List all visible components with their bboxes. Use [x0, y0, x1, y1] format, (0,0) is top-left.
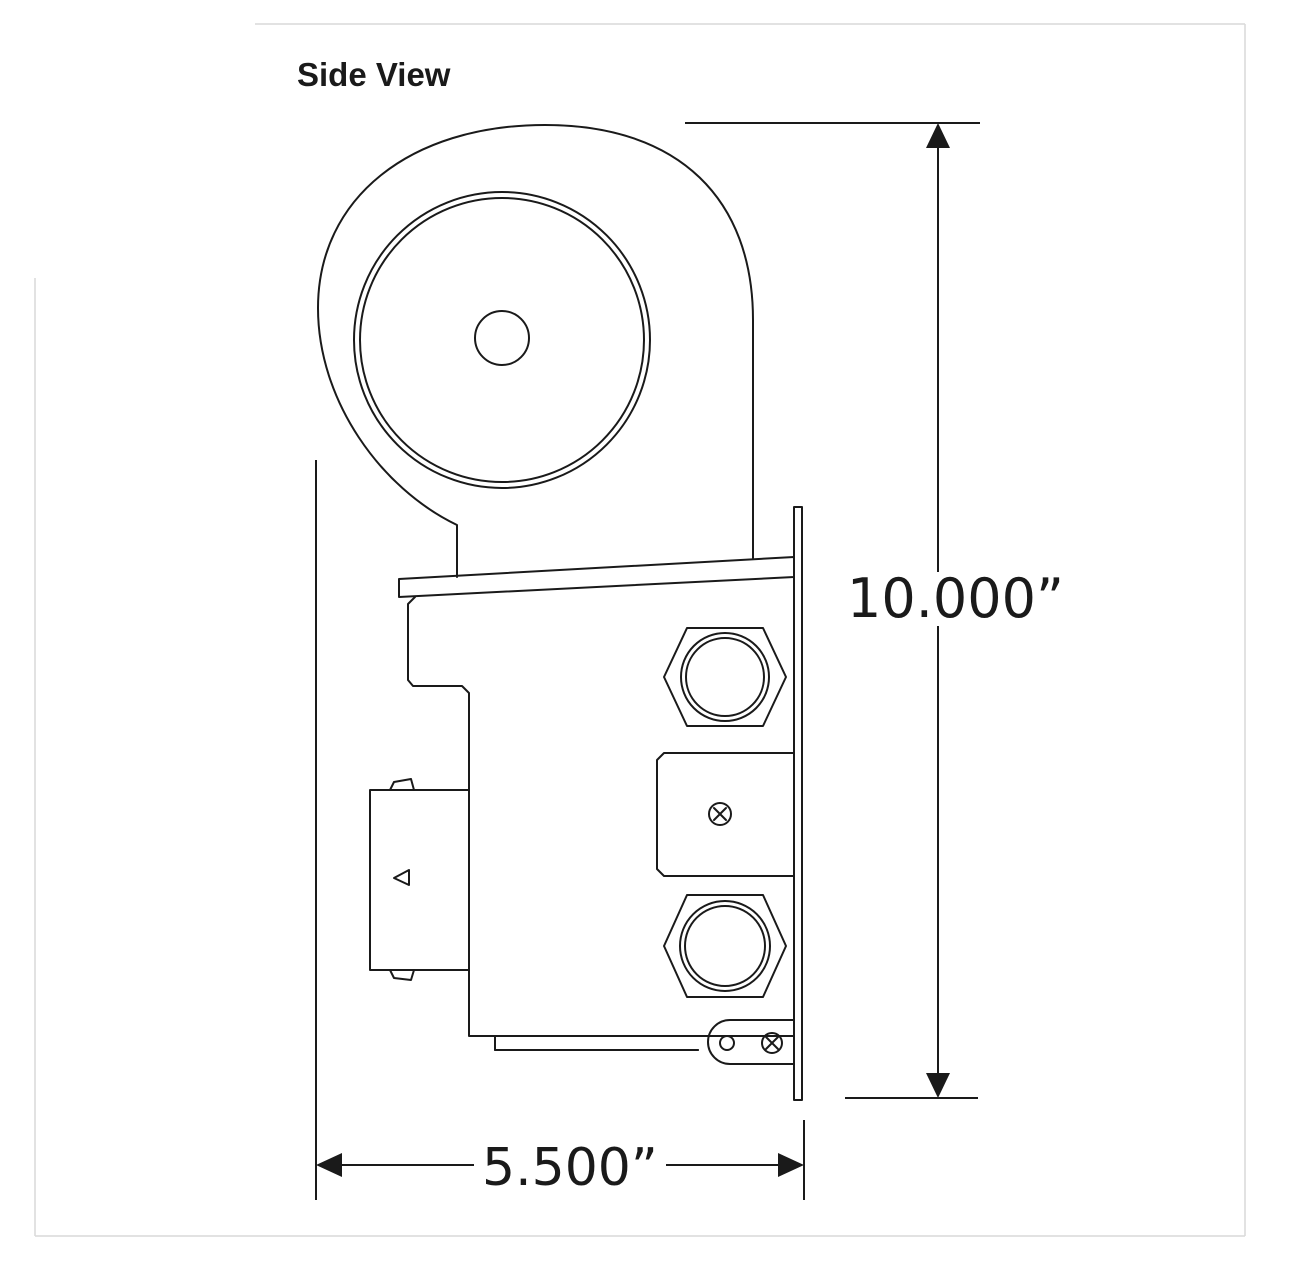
bracket-tab [707, 1019, 795, 1065]
height-arrow-bottom [926, 1073, 950, 1098]
vertical-flange [793, 506, 803, 1101]
bottom-bracket [494, 1035, 699, 1051]
shaft-hole [474, 310, 530, 366]
motor-body [407, 576, 795, 1037]
frame [34, 23, 1246, 1237]
upper-hex-fitting [663, 627, 787, 727]
width-arrow-left [316, 1153, 342, 1177]
connector-clip-bottom [389, 969, 415, 981]
blower-housing [317, 124, 754, 578]
blower-wheel-inner [359, 197, 645, 483]
height-arrow-top [926, 123, 950, 148]
mounting-plate [398, 556, 795, 598]
width-arrow-right [778, 1153, 804, 1177]
mount-screw-icon [708, 802, 732, 826]
width-dimension-label: 5.500” [474, 1142, 666, 1194]
bracket-screw-icon [761, 1032, 783, 1054]
blower-wheel-outer [353, 191, 651, 489]
connector-arrow-icon [393, 869, 410, 886]
page-title: Side View [297, 56, 451, 93]
bracket-hole [719, 1035, 735, 1051]
lower-hex-fitting [663, 894, 787, 998]
electrical-connector [369, 789, 470, 971]
height-dimension-label: 10.000” [845, 567, 1066, 630]
connector-clip-top [389, 778, 415, 791]
